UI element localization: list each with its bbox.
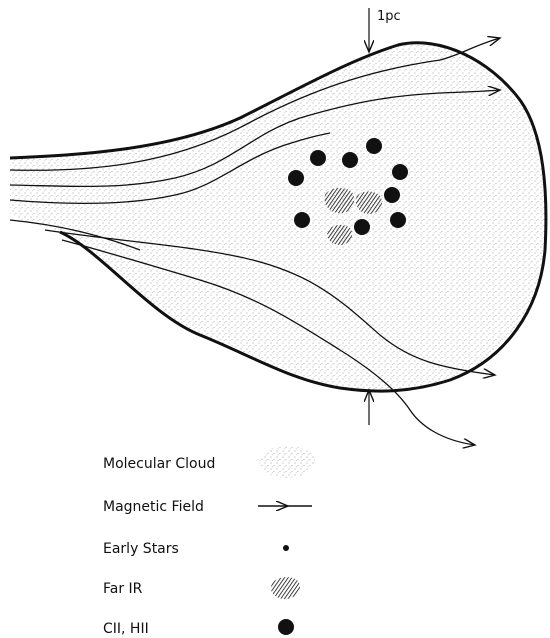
cII-hII-dot (354, 219, 370, 235)
cII-hII-dot (384, 187, 400, 203)
cII-hII-dot (342, 152, 358, 168)
legend-label: Far IR (103, 581, 143, 597)
legend-item-far-ir: Far IR (103, 577, 300, 599)
stipple-swatch-icon (259, 446, 315, 478)
small-dot-icon (283, 545, 289, 551)
large-dot-icon (278, 619, 294, 635)
legend-label: Molecular Cloud (103, 456, 215, 472)
legend-label: Magnetic Field (103, 499, 204, 515)
scale-label: 1pc (377, 9, 401, 24)
legend: Molecular Cloud Magnetic Field Early Sta… (103, 446, 315, 637)
legend-item-cII-hII: CII, HII (103, 619, 294, 637)
molecular-cloud (10, 43, 546, 391)
legend-label: Early Stars (103, 541, 179, 557)
cII-hII-dot (310, 150, 326, 166)
hatched-blob-icon (271, 577, 300, 599)
legend-label: CII, HII (103, 621, 149, 637)
legend-item-magnetic-field: Magnetic Field (103, 499, 312, 515)
legend-item-molecular-cloud: Molecular Cloud (103, 446, 315, 478)
legend-item-early-stars: Early Stars (103, 541, 289, 557)
cII-hII-dot (366, 138, 382, 154)
cII-hII-dot (288, 170, 304, 186)
cII-hII-dot (392, 164, 408, 180)
cII-hII-dot (294, 212, 310, 228)
cII-hII-dot (390, 212, 406, 228)
